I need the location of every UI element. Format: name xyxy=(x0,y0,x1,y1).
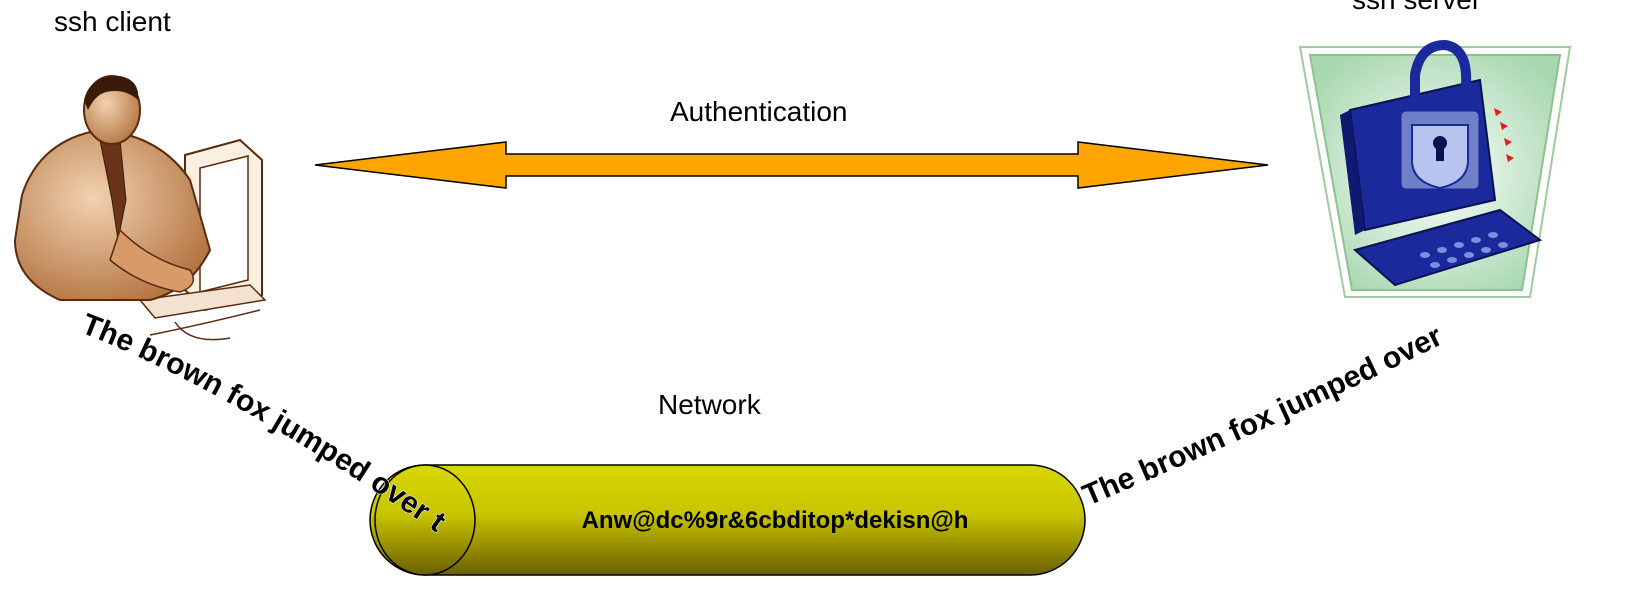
encrypted-text: Anw@dc%9r&6cbditop*dekisn@h xyxy=(582,507,969,534)
person-at-computer-icon xyxy=(13,75,267,341)
network-pipe xyxy=(369,464,1086,576)
authentication-label: Authentication xyxy=(670,96,848,127)
authentication-arrow xyxy=(314,141,1269,189)
locked-computer-icon xyxy=(1298,39,1572,298)
client-label: ssh client xyxy=(54,6,171,37)
server-label: ssh server xyxy=(1352,0,1481,16)
network-label: Network xyxy=(658,389,761,420)
